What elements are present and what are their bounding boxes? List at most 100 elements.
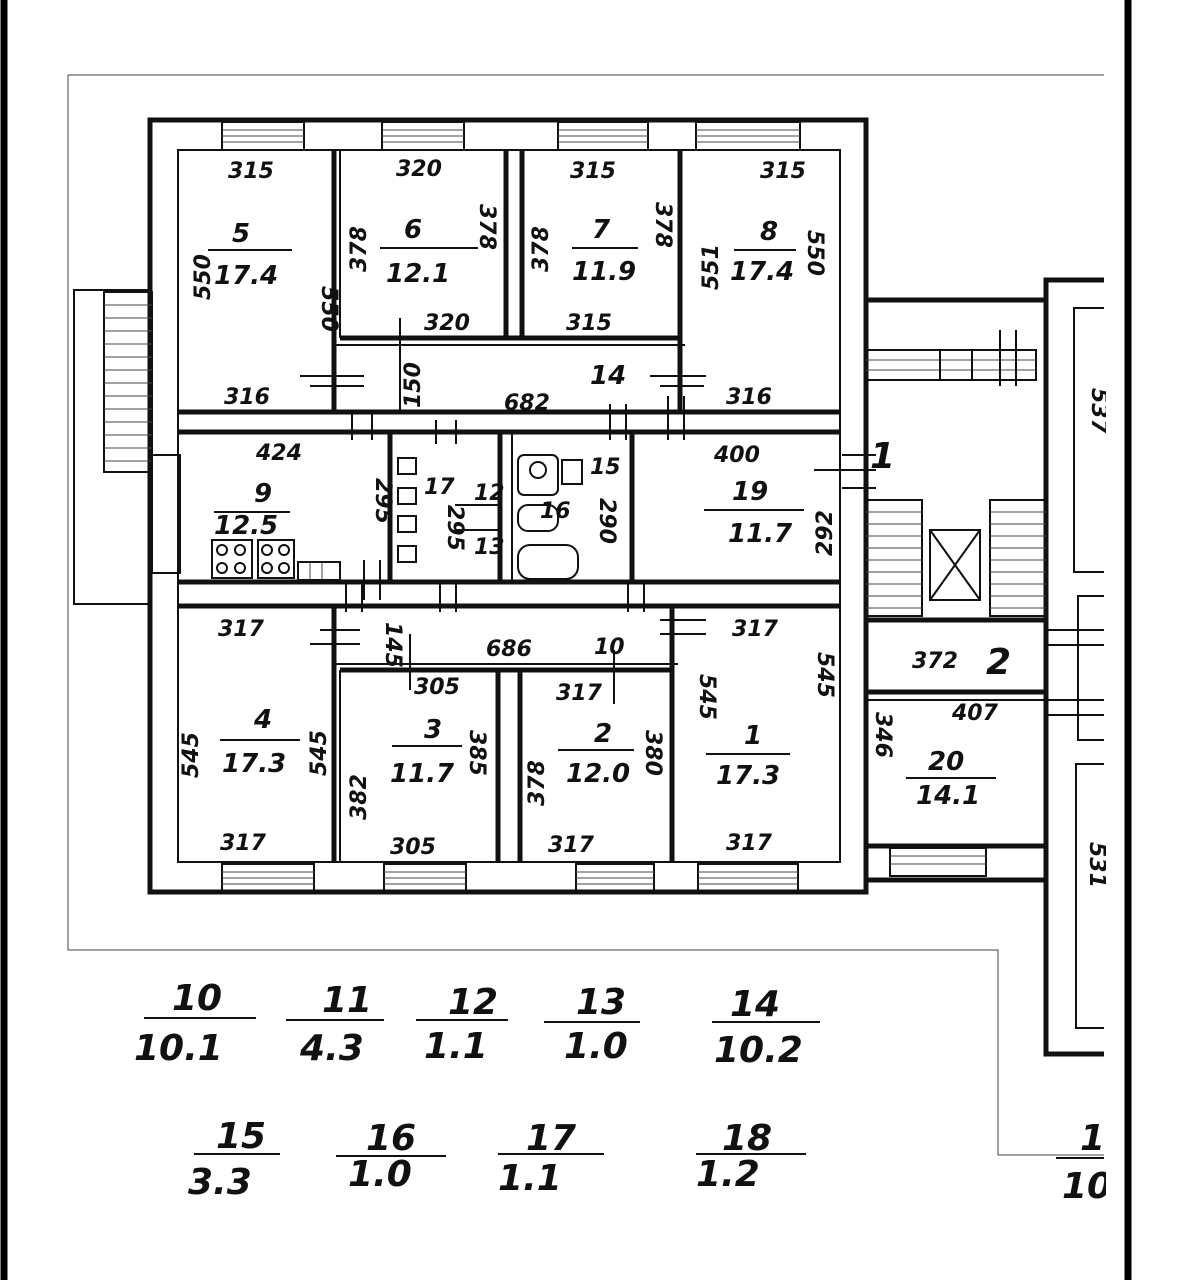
door-marks xyxy=(300,318,876,704)
legend-12-area: 1.1 xyxy=(424,1026,488,1067)
hall-2-dim: 372 xyxy=(912,649,958,674)
room-7-dim-left: 378 xyxy=(529,226,554,272)
interior-walls xyxy=(178,150,840,862)
room-6-area: 12.1 xyxy=(386,259,450,289)
legend-14-number: 14 xyxy=(730,984,780,1025)
corridor-14-number: 14 xyxy=(590,361,626,391)
room-7-dim-bottom: 315 xyxy=(566,311,612,336)
room-7-number: 7 xyxy=(592,215,611,245)
stove-fixture xyxy=(211,539,341,581)
room-2-dim-right: 380 xyxy=(640,730,665,776)
room-6-dim-right: 378 xyxy=(474,204,499,250)
legend-14-area: 10.2 xyxy=(714,1030,803,1071)
legend-15-number: 15 xyxy=(216,1116,266,1157)
legend-13-number: 13 xyxy=(576,982,626,1023)
legend-11-area: 4.3 xyxy=(299,1028,364,1069)
legend-item-17: 17 1.1 xyxy=(498,1118,604,1199)
legend-18-area: 1.2 xyxy=(696,1154,760,1195)
sheet-edge xyxy=(67,75,1104,1156)
corridor-14-width: 150 xyxy=(401,362,426,408)
room-9-number: 9 xyxy=(254,479,272,509)
room-3-dim-left: 382 xyxy=(347,774,372,820)
room-15-label: 15 xyxy=(590,455,621,480)
room-19-area: 11.7 xyxy=(728,519,793,549)
legend-12-number: 12 xyxy=(448,982,498,1023)
corridor-14-length: 682 xyxy=(504,391,550,416)
room-20-area: 14.1 xyxy=(916,781,980,811)
room-1-area: 17.3 xyxy=(716,761,780,791)
legend-item-14: 14 10.2 xyxy=(712,984,820,1071)
right-stair-block xyxy=(863,297,1104,1057)
room-1-dim-right: 545 xyxy=(812,652,837,698)
room-17-dim: 295 xyxy=(442,505,467,551)
windows-top xyxy=(221,121,801,151)
room-6-dim-left: 378 xyxy=(347,226,372,272)
room-3-number: 3 xyxy=(424,715,442,745)
room-9-area: 12.5 xyxy=(214,511,278,541)
stair-number: 1 xyxy=(870,436,895,477)
legend-item-16: 16 1.0 xyxy=(336,1118,446,1195)
room-4-number: 4 xyxy=(253,705,272,735)
room-8-dim-bottom: 316 xyxy=(726,385,772,410)
room-2-dim-top: 317 xyxy=(556,681,603,706)
legend-11-number: 11 xyxy=(322,980,372,1021)
room-6-number: 6 xyxy=(404,215,422,245)
room-4-dim-bottom: 317 xyxy=(220,831,267,856)
room-4-dim-right: 545 xyxy=(307,730,332,776)
room-1-dim-left: 545 xyxy=(694,674,719,720)
room-20-number: 20 xyxy=(928,747,964,777)
room-3-dim-top: 305 xyxy=(414,675,460,700)
room-8-dim-top: 315 xyxy=(760,159,806,184)
legend-partial-number: 1 xyxy=(1080,1118,1105,1159)
room-2-number: 2 xyxy=(594,719,612,749)
room-5-dim-top: 315 xyxy=(228,159,274,184)
room-1-number: 1 xyxy=(744,721,762,751)
legend-18-number: 18 xyxy=(722,1118,772,1159)
bathroom-fixtures xyxy=(517,454,583,580)
legend-item-10: 10 10.1 xyxy=(134,978,256,1069)
legend: 10 10.1 11 4.3 12 1.1 13 1.0 14 10.2 15 … xyxy=(134,978,1126,1207)
bathroom-dim: 290 xyxy=(594,498,619,544)
corridor-10-length: 686 xyxy=(486,637,532,662)
room-4-area: 17.3 xyxy=(222,749,286,779)
room-6-dim-top: 320 xyxy=(396,157,442,182)
legend-item-15: 15 3.3 xyxy=(188,1116,280,1203)
hall-2-number: 2 xyxy=(986,642,1011,683)
room-6-dim-bottom: 320 xyxy=(424,311,470,336)
room-1-dim-top: 317 xyxy=(732,617,779,642)
room-7-area: 11.9 xyxy=(572,257,636,287)
room-8-dim-right: 550 xyxy=(802,230,827,276)
corridor-10-width: 145 xyxy=(380,622,405,668)
legend-13-area: 1.0 xyxy=(564,1026,628,1067)
room-9-dim-top: 424 xyxy=(255,441,302,466)
legend-17-number: 17 xyxy=(526,1118,576,1159)
room-20-dim-top: 407 xyxy=(951,701,999,726)
room-8-dim-left: 551 xyxy=(699,244,724,290)
room-8-area: 17.4 xyxy=(730,257,794,287)
building-inner-wall xyxy=(177,149,841,863)
room-2-dim-bottom: 317 xyxy=(548,833,595,858)
room-17-label: 17 xyxy=(424,475,455,500)
legend-15-area: 3.3 xyxy=(188,1162,252,1203)
left-balcony xyxy=(73,289,181,605)
legend-item-13: 13 1.0 xyxy=(544,982,640,1067)
room-2-dim-left: 378 xyxy=(525,760,550,806)
neighbor-rooms xyxy=(1043,277,1104,1029)
room-3-dim-right: 385 xyxy=(464,730,489,776)
room-1-dim-bottom: 317 xyxy=(726,831,773,856)
room-20-dim-left: 346 xyxy=(870,712,895,758)
room-19-number: 19 xyxy=(732,477,768,507)
room-7-dim-right: 378 xyxy=(650,202,675,248)
room-5-dim-right: 550 xyxy=(316,286,341,332)
room-5-area: 17.4 xyxy=(214,261,278,291)
right-margin-mask xyxy=(1106,0,1124,1280)
room-3-dim-bottom: 305 xyxy=(390,835,436,860)
room-7-dim-top: 315 xyxy=(570,159,616,184)
room-5-number: 5 xyxy=(232,219,250,249)
room-19-dim-right: 292 xyxy=(813,510,838,556)
neighbor-dim-bottom: 531 xyxy=(1084,842,1109,888)
legend-item-11: 11 4.3 xyxy=(286,980,384,1069)
legend-10-area: 10.1 xyxy=(134,1028,223,1069)
room-4-dim-left: 545 xyxy=(179,732,204,778)
room-4-dim-top: 317 xyxy=(218,617,265,642)
